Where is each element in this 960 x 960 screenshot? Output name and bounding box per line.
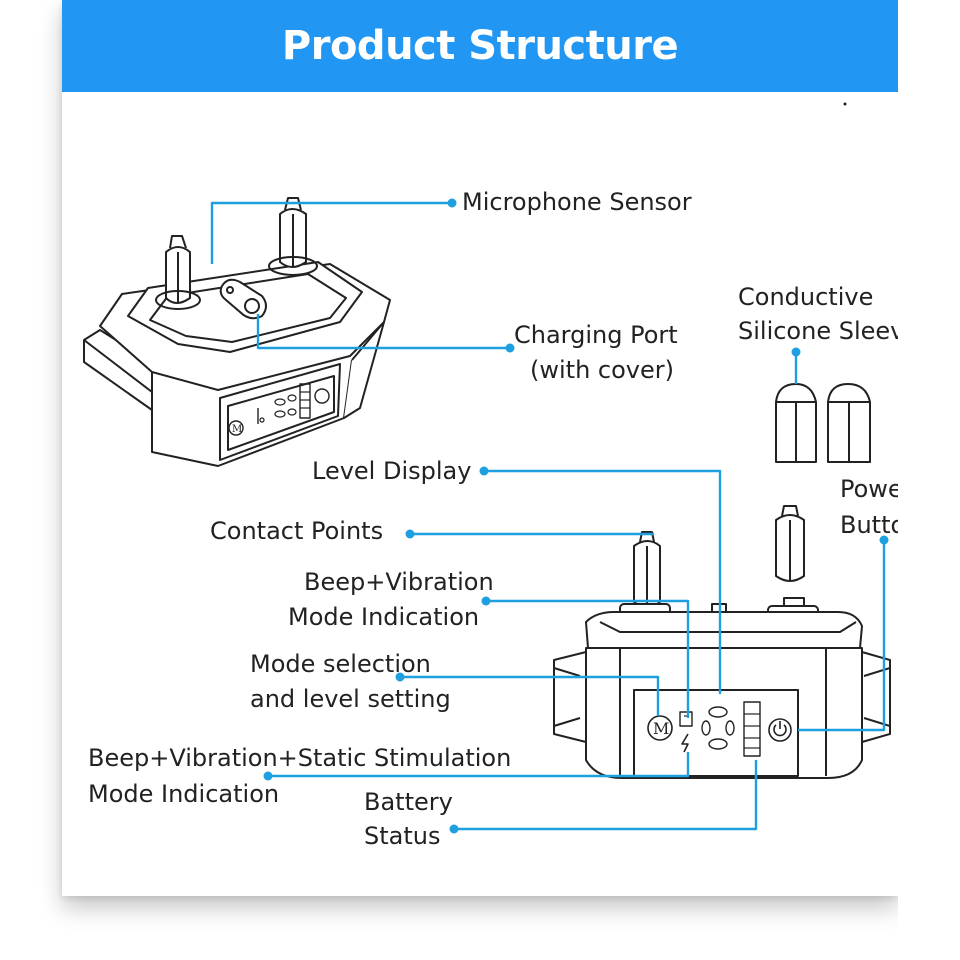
right-margin (898, 0, 960, 960)
spare-contact-post (775, 505, 805, 582)
label-level-display: Level Display (312, 457, 472, 485)
label-beep-vibration-static-mode: Mode Indication (88, 780, 280, 808)
label-charging-port-cover: (with cover) (530, 356, 674, 384)
label-microphone-sensor: Microphone Sensor (462, 188, 692, 216)
label-status: Status (364, 822, 441, 850)
page-title: Product Structure (281, 23, 679, 69)
collar-receiver-top-view: M (83, 197, 391, 467)
stray-dot (843, 102, 847, 106)
label-beep-vibration-mode: Mode Indication (288, 603, 480, 631)
leader-dots (263, 198, 889, 834)
collar-receiver-front-view: M (553, 531, 891, 779)
label-conductive: Conductive (738, 283, 874, 311)
label-silicone-sleeve: Silicone Sleev (738, 317, 905, 345)
label-level-setting: and level setting (250, 685, 451, 713)
silicone-sleeves (775, 383, 871, 463)
title-banner: Product Structure (62, 0, 898, 92)
label-mode-selection: Mode selection (250, 650, 431, 678)
leader-lines (210, 201, 886, 831)
svg-text:M: M (232, 424, 242, 435)
label-contact-points: Contact Points (210, 517, 384, 545)
svg-text:M: M (653, 719, 669, 738)
label-power: Powe (840, 475, 903, 503)
label-battery: Battery (364, 788, 453, 816)
label-charging-port: Charging Port (514, 321, 678, 349)
label-button: Butto (840, 511, 906, 539)
label-beep-vibration-static: Beep+Vibration+Static Stimulation (88, 744, 512, 772)
label-beep-vibration: Beep+Vibration (304, 568, 494, 596)
